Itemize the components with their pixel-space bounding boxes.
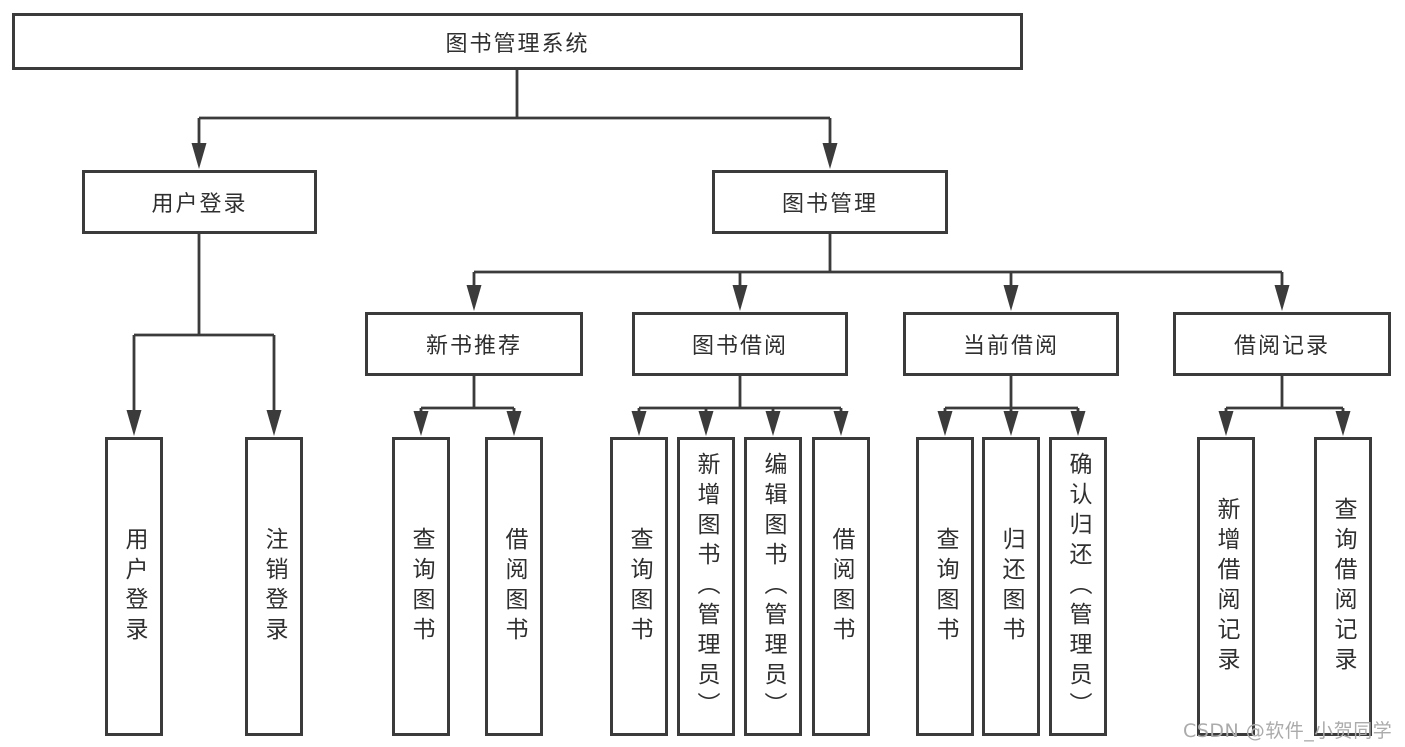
node-current-borrowing: 当前借阅	[903, 312, 1119, 376]
leaf-query-book-under-book-borrow: 查询图书	[610, 437, 668, 736]
arrowhead-leaf-query-book-b	[631, 411, 647, 436]
arrowhead-leaf-add-record	[1218, 411, 1234, 436]
arrowhead-user-login	[191, 143, 207, 169]
arrowhead-leaf-confirm-return	[1070, 411, 1086, 436]
csdn-watermark: CSDN @软件_小贺同学	[1183, 720, 1393, 742]
arrowhead-leaf-query-book-c	[937, 411, 953, 436]
edge-root-to-level2	[197, 69, 832, 146]
edge-current-borrow-to-leaves	[943, 376, 1080, 416]
node-book-borrowing: 图书借阅	[632, 312, 848, 376]
node-book-management-branch: 图书管理	[712, 170, 948, 234]
edge-new-book-to-leaves	[419, 376, 516, 416]
arrowhead-leaf-borrow-book-a	[506, 411, 522, 436]
arrowhead-leaf-return-book	[1003, 411, 1019, 436]
node-user-login-branch: 用户登录	[82, 170, 317, 234]
leaf-logout: 注销登录	[245, 437, 303, 736]
leaf-add-borrow-record: 新增借阅记录	[1197, 437, 1255, 736]
arrowhead-borrow-record	[1274, 285, 1290, 311]
leaf-return-book: 归还图书	[982, 437, 1040, 736]
arrowhead-leaf-edit-book	[765, 411, 781, 436]
arrowhead-book-borrow	[732, 285, 748, 311]
arrowhead-leaf-borrow-book-b	[833, 411, 849, 436]
leaf-borrow-book-under-book-borrow: 借阅图书	[812, 437, 870, 736]
arrowhead-book-mgmt	[822, 143, 838, 169]
arrowhead-leaf-logout	[266, 410, 282, 436]
leaf-confirm-return-admin: 确认归还（管理员）	[1049, 437, 1107, 736]
leaf-query-borrow-record: 查询借阅记录	[1314, 437, 1372, 736]
edge-book-mgmt-to-level3	[472, 234, 1284, 289]
leaf-borrow-book-under-new-book: 借阅图书	[485, 437, 543, 736]
arrowhead-new-book	[466, 285, 482, 311]
edge-user-login-to-leaves	[132, 233, 276, 414]
arrowhead-current-borrow	[1003, 285, 1019, 311]
node-library-system: 图书管理系统	[12, 13, 1023, 70]
node-new-book-recommendation: 新书推荐	[365, 312, 583, 376]
arrowhead-leaf-user-login	[126, 410, 142, 436]
edge-book-borrow-to-leaves	[637, 376, 843, 416]
node-borrowing-records: 借阅记录	[1173, 312, 1391, 376]
arrowhead-leaf-add-book	[698, 411, 714, 436]
arrowhead-leaf-query-record	[1335, 411, 1351, 436]
edge-borrow-record-to-leaves	[1224, 376, 1345, 416]
leaf-edit-book-admin: 编辑图书（管理员）	[744, 437, 802, 736]
leaf-query-book-under-new-book: 查询图书	[392, 437, 450, 736]
leaf-add-book-admin: 新增图书（管理员）	[677, 437, 735, 736]
arrowhead-leaf-query-book-a	[413, 411, 429, 436]
leaf-query-book-under-current-borrow: 查询图书	[916, 437, 974, 736]
leaf-user-login: 用户登录	[105, 437, 163, 736]
